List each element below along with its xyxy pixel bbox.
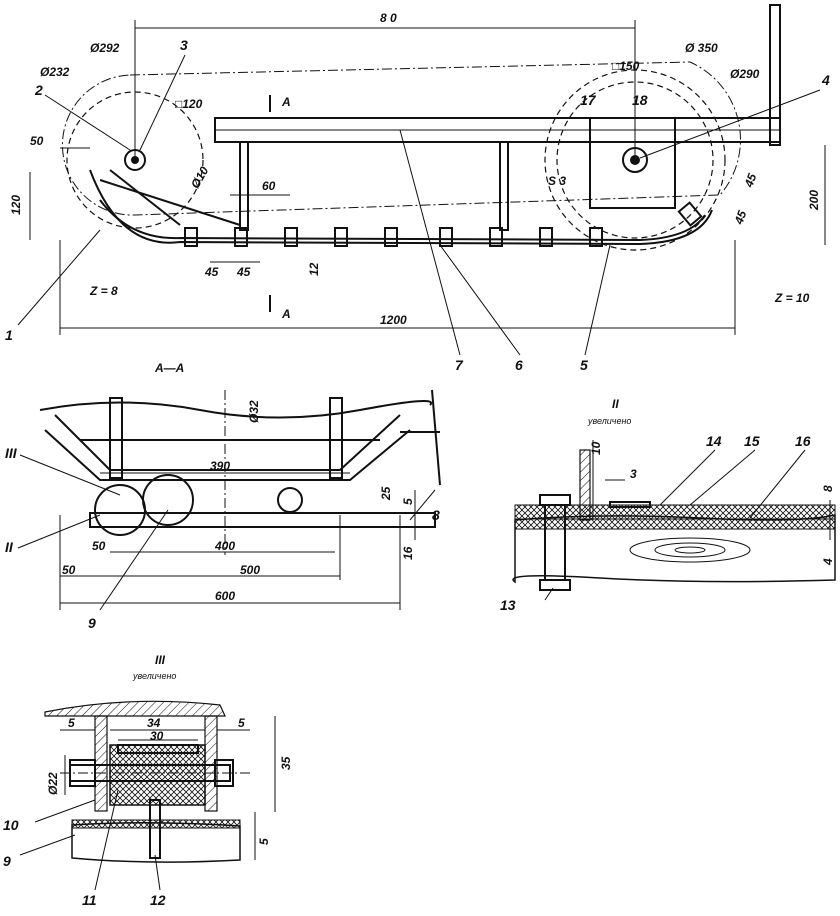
dim-60: 60: [262, 179, 276, 193]
dim-45r2: 45: [731, 208, 749, 227]
detail-ii-labels: II увеличено 10 3 8 4 13 14 15 16: [500, 397, 835, 613]
section-aa-title: А—А: [154, 361, 184, 375]
dim-aa-400: 400: [214, 539, 235, 553]
dim-d290: Ø290: [730, 67, 760, 81]
callout-8: 8: [432, 507, 440, 523]
dim-aa-600: 600: [215, 589, 235, 603]
detail-ii-title: II: [612, 397, 619, 411]
callout-4: 4: [821, 72, 830, 88]
dim-iii-5b: 5: [238, 716, 245, 730]
dim-iii-34: 34: [147, 716, 161, 730]
dim-d232: Ø232: [40, 65, 70, 79]
dim-80: 8 0: [380, 11, 397, 25]
callout-10: 10: [3, 817, 19, 833]
callout-7: 7: [455, 357, 464, 373]
callout-14: 14: [706, 433, 722, 449]
section-aa: [17, 389, 441, 611]
dim-ii-8: 8: [821, 485, 835, 492]
dim-aa-16: 16: [401, 546, 415, 560]
dim-45r1: 45: [741, 171, 759, 190]
dim-12: 12: [307, 262, 321, 276]
dim-d350: Ø 350: [685, 41, 718, 55]
section-aa-labels: А—А Ø32 390 25 5 16 50 400 50 500 600 II…: [5, 361, 440, 631]
dim-120: 120: [9, 195, 23, 215]
callout-9-aa: 9: [88, 615, 96, 631]
section-mark-a-top: A: [281, 95, 291, 109]
z8-label: Z = 8: [89, 284, 118, 298]
z10-label: Z = 10: [774, 291, 810, 305]
dim-d292: Ø292: [90, 41, 120, 55]
callout-1: 1: [5, 327, 13, 343]
dim-aa-500: 500: [240, 563, 260, 577]
callout-5: 5: [580, 357, 588, 373]
dim-aa-32: Ø32: [247, 400, 261, 423]
dim-ii-4: 4: [821, 558, 835, 566]
dim-d10: Ø10: [188, 164, 212, 191]
dim-iii-5c: 5: [257, 838, 271, 845]
callout-12: 12: [150, 892, 166, 908]
dim-sq120: □120: [175, 97, 203, 111]
callout-15: 15: [744, 433, 760, 449]
dim-ii-10: 10: [589, 441, 603, 455]
callout-13: 13: [500, 597, 516, 613]
callout-11: 11: [82, 892, 97, 908]
track-lugs: [184, 227, 603, 247]
callout-17: 17: [580, 92, 597, 108]
dim-1200: 1200: [380, 313, 407, 327]
callout-3: 3: [180, 37, 188, 53]
dim-aa-390: 390: [210, 459, 230, 473]
detail-ii-subtitle: увеличено: [587, 416, 631, 426]
dim-aa-25: 25: [379, 486, 393, 501]
dim-45a: 45: [204, 265, 219, 279]
callout-9-iii: 9: [3, 853, 11, 869]
detail-iii-subtitle: увеличено: [132, 671, 176, 681]
dim-aa-5: 5: [401, 498, 415, 505]
dim-iii-d22: Ø22: [46, 772, 60, 795]
dim-sq150: □150: [612, 59, 640, 73]
detail-iii-labels: III увеличено 5 34 5 30 Ø22 35 5 10 9 11…: [3, 653, 293, 908]
marker-ii: II: [5, 539, 14, 555]
detail-iii: [19, 700, 276, 891]
dim-iii-30: 30: [150, 729, 164, 743]
dim-45b: 45: [236, 265, 251, 279]
detail-iii-title: III: [155, 653, 166, 667]
dim-iii-35: 35: [279, 756, 293, 770]
top-view: [17, 4, 826, 356]
callout-18: 18: [632, 92, 648, 108]
dim-iii-5a: 5: [68, 716, 75, 730]
callout-6: 6: [515, 357, 523, 373]
dim-aa-50a: 50: [92, 539, 106, 553]
dim-200: 200: [807, 190, 821, 211]
detail-ii: [512, 440, 836, 601]
dim-ii-3: 3: [630, 467, 637, 481]
callout-2: 2: [34, 82, 43, 98]
section-mark-a-bottom: A: [281, 307, 291, 321]
marker-iii: III: [5, 445, 18, 461]
dim-s3: S 3: [548, 174, 566, 188]
dim-50: 50: [30, 134, 44, 148]
callout-16: 16: [795, 433, 811, 449]
dim-aa-50b: 50: [62, 563, 76, 577]
top-view-labels: 8 0 Ø292 Ø232 Ø 350 Ø290 Ø10 50 120 □120…: [5, 11, 830, 373]
